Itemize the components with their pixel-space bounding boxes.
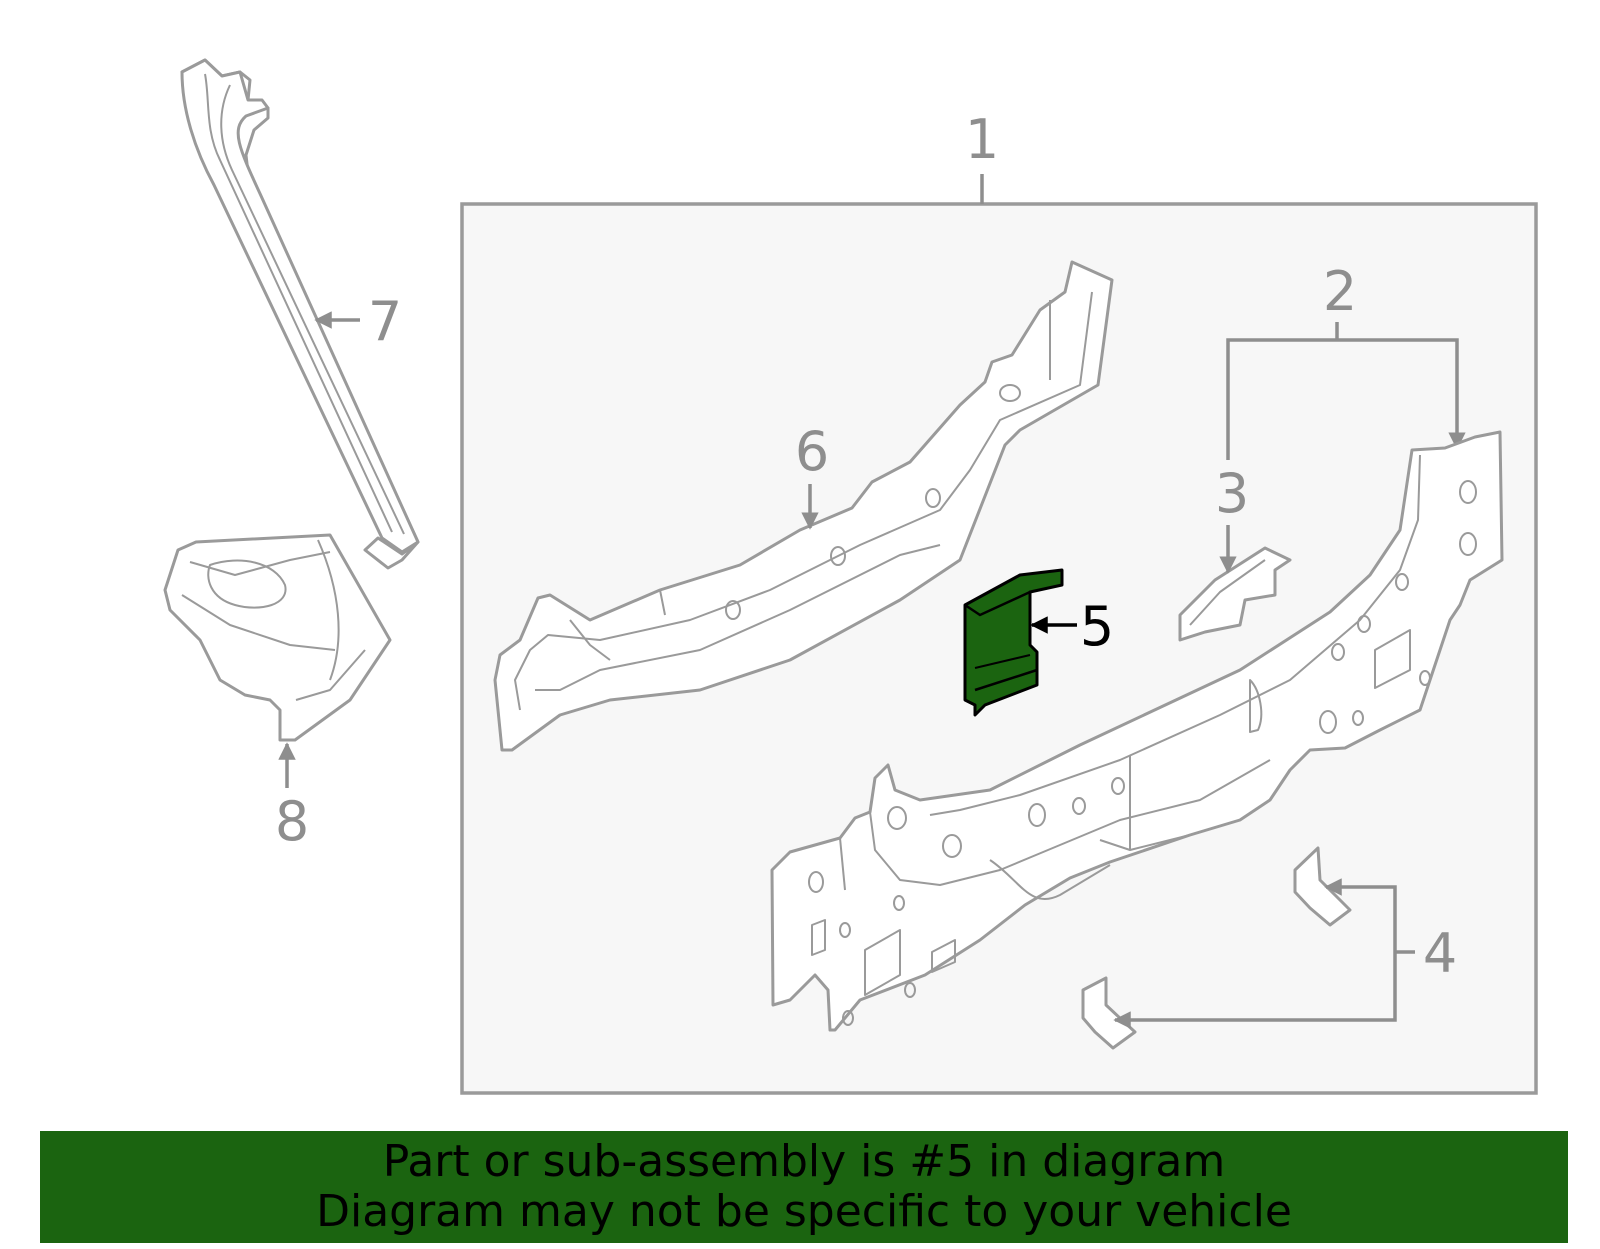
part-6-rail [493, 260, 1114, 752]
part-5-bracket [963, 568, 1064, 717]
banner-line-2: Diagram may not be specific to your vehi… [316, 1186, 1292, 1237]
part-8-panel [163, 533, 392, 742]
callout-7: 7 [368, 290, 402, 353]
callout-1: 1 [965, 108, 999, 171]
callout-6: 6 [795, 420, 829, 483]
notice-banner: Part or sub-assembly is #5 in diagram Di… [40, 1131, 1568, 1243]
callout-3: 3 [1215, 462, 1249, 525]
callout-4: 4 [1423, 922, 1457, 985]
callout-5: 5 [1080, 595, 1114, 658]
callout-2-bracket [1226, 338, 1466, 460]
part-3-bracket [1178, 546, 1292, 642]
part-7-pillar [180, 58, 420, 570]
callout-2: 2 [1323, 260, 1357, 323]
part-2-rail [770, 430, 1504, 1032]
banner-line-1: Part or sub-assembly is #5 in diagram [382, 1136, 1226, 1187]
callout-8: 8 [275, 790, 309, 853]
